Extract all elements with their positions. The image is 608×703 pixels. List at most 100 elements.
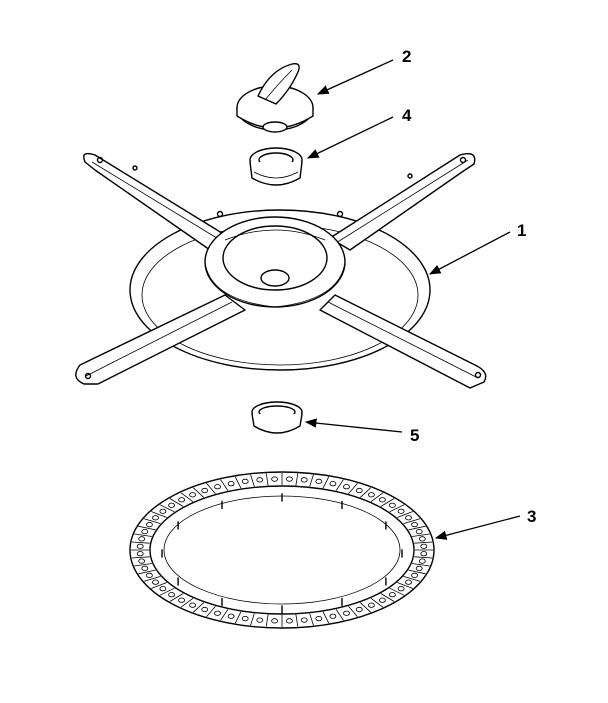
ring-tooth [309,474,314,487]
ring-tooth [389,587,405,596]
ring-slot [315,478,323,484]
ring-slot [378,497,386,503]
ring-slot [388,592,396,598]
leader-2 [316,59,394,95]
ring-slot [227,613,235,619]
ring-tooth [192,602,205,613]
ring-slot [415,565,423,572]
ring-slot [343,484,350,490]
ring-tooth [295,473,299,486]
ring-tooth [220,609,229,621]
ring-slot [285,476,293,482]
ring-tooth [265,473,269,486]
callout-5: 5 [410,426,419,445]
ring-slot [189,602,197,608]
ring-slot [397,508,405,514]
callout-3: 3 [527,507,536,526]
ring-slot [145,572,153,579]
ring-tooth [250,613,255,626]
ring-slot [378,597,386,603]
ring-tooth [250,474,255,487]
ring-tooth [397,511,413,518]
ring-tooth [322,611,330,624]
ring-slot [141,528,149,535]
ring-slot [201,606,209,613]
ring-slot [256,617,264,623]
ring-tooth [309,613,314,626]
ring-tooth [397,582,413,589]
ring-tooth [131,556,150,559]
ring-tooth [180,597,194,608]
ring-tabs [161,493,403,614]
ring-slot [168,502,176,508]
ring-tooth [192,487,205,498]
ring-slot [168,592,176,598]
ring-slot [367,492,375,498]
ring-slot [285,618,293,624]
ring-slot [152,579,159,585]
ring-tooth [234,611,242,624]
ring-slot [159,508,167,514]
ring-slot [367,602,375,608]
ring-slot [136,551,144,557]
ring-slot [405,515,412,521]
ring-tooth [335,479,344,491]
ring-tooth [180,492,194,503]
ring-tooth [412,533,430,537]
ring-slot [355,606,363,613]
ring-tooth [335,609,344,621]
ring-tooth [159,504,175,513]
ring-slot [138,558,146,564]
ring-slot [159,586,167,592]
ring-tooth [134,563,152,567]
ring-slot [136,543,144,549]
ring-slot [415,528,423,535]
leader-5 [304,418,403,433]
ring-tooth [206,606,216,617]
bearing-part [249,147,303,186]
ring-tooth [359,487,372,498]
ring-tooth [143,576,161,582]
ring-tooth [134,533,152,537]
ring-slot [256,477,264,483]
ring-slot [138,536,146,542]
spray-arm-part [75,152,487,389]
ring-tooth [138,569,156,575]
leader-1 [428,231,511,275]
ring-slot [300,477,308,483]
ring-slot [178,597,186,603]
ring-slot [418,536,426,542]
ring-tooth [348,606,358,617]
ring-tooth [380,593,395,602]
ring-slot [411,521,419,528]
ring-slot [271,618,279,624]
ring-slot [355,487,363,494]
ring-slot [178,497,186,503]
ring-slot [397,586,405,592]
ring-slot [214,484,221,490]
ring-tooth [295,614,299,627]
ring-slot [300,617,308,623]
leader-3 [434,515,521,540]
ring-slot [201,487,209,494]
filter-ring-part [129,471,435,629]
ring-tooth [414,556,433,559]
ring-tooth [359,602,372,613]
leader-4 [306,116,394,159]
cap-part [236,62,314,133]
ring-tooth [151,511,167,518]
ring-slot [411,572,419,579]
ring-tooth [370,597,384,608]
ring-slot [388,502,396,508]
ring-slot [214,610,221,616]
ring-slot [315,615,323,622]
ring-tooth [403,518,421,524]
ring-slot [152,515,159,521]
ring-tooth [131,541,150,544]
ring-tooth [138,525,156,531]
ring-tooth [169,593,184,602]
ring-tooth [403,576,421,582]
ring-tooth [370,492,384,503]
ring-slot [189,492,197,498]
